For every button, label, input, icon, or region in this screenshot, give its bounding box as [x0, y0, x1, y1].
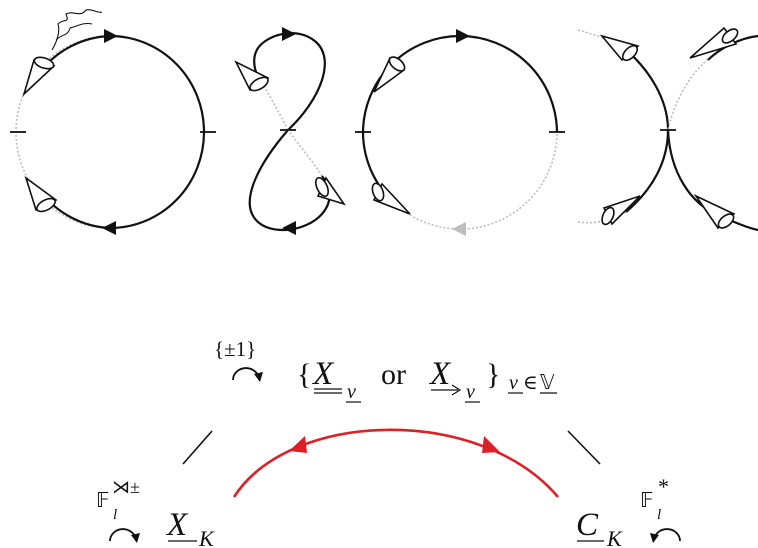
circle-panel-3	[355, 29, 565, 236]
cone-icon	[601, 195, 641, 226]
arc-arrow	[482, 436, 500, 453]
direction-arrow	[456, 29, 470, 43]
right-symbol: C	[576, 507, 599, 543]
right-field: 𝔽	[640, 488, 653, 512]
figure-eight-panel	[234, 27, 346, 235]
curve-illustrations	[10, 9, 758, 236]
left-field: 𝔽	[96, 488, 109, 512]
term-a-sub: v	[347, 381, 356, 403]
tangent-arcs-panel	[577, 26, 758, 232]
left-symbol: X	[165, 507, 189, 543]
circle-panel-1	[10, 9, 216, 235]
right-symbol-sub: K	[606, 526, 623, 548]
cone-icon	[373, 56, 406, 93]
direction-arrow	[452, 222, 466, 236]
left-node: 𝔽 l ⋊± X K	[96, 477, 215, 548]
right-connector	[567, 430, 601, 465]
right-node: C K 𝔽 l *	[576, 474, 681, 548]
left-symbol-sub: K	[198, 526, 215, 548]
term-b-sub: v	[466, 381, 475, 403]
arc-arrow	[289, 436, 307, 453]
cone-icon	[315, 176, 346, 206]
close-brace: }	[486, 358, 500, 391]
direction-arrow	[282, 221, 296, 235]
direction-arrow	[102, 221, 116, 235]
left-connector	[182, 430, 213, 465]
group-top-label: {±1}	[214, 337, 256, 361]
red-arc	[232, 428, 559, 498]
open-brace: {	[297, 358, 311, 391]
term-b: X	[428, 356, 452, 392]
term-a: X	[311, 356, 335, 392]
cone-icon	[24, 175, 58, 213]
left-field-sub: l	[113, 507, 117, 523]
right-field-sub: l	[657, 507, 661, 523]
math-diagram: {±1} { X v or X v } v ∈ 𝕍	[96, 337, 681, 548]
index-in-symbol: ∈	[523, 372, 538, 394]
conjunction: or	[381, 358, 406, 391]
cone-icon	[599, 34, 640, 62]
cone-icon	[693, 194, 736, 230]
cone-icon	[371, 182, 411, 215]
index-variable: v	[509, 372, 518, 394]
cone-icon	[234, 60, 270, 92]
left-field-sup: ⋊±	[112, 477, 140, 497]
direction-arrow	[104, 29, 118, 43]
top-node: {±1} { X v or X v } v ∈ 𝕍	[214, 337, 557, 403]
right-field-sup: *	[658, 474, 669, 499]
cone-icon	[689, 26, 739, 59]
cone-icon	[22, 56, 56, 97]
direction-arrow	[282, 27, 296, 41]
index-set: 𝕍	[540, 370, 555, 394]
